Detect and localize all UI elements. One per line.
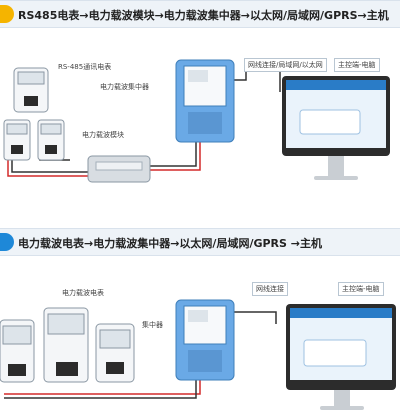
- label2-network: 网线连接: [252, 282, 288, 296]
- panel1-title: RS485电表→电力载波模块→电力载波集中器→以太网/局域网/GPRS→主机: [18, 9, 389, 22]
- wire-module-red: [150, 140, 201, 171]
- wire2-red: [4, 376, 201, 395]
- label2-concentrator: 集中器: [142, 321, 163, 329]
- panel2-title-bar: 电力载波电表→电力载波集中器→以太网/局域网/GPRS →主机: [0, 228, 400, 256]
- label-concentrator: 电力载波集中器: [100, 83, 149, 91]
- concentrator-device: [175, 59, 235, 143]
- label-carrier-module: 电力载波模块: [82, 131, 124, 139]
- wire-module-dark: [150, 140, 197, 167]
- master-computer: [282, 76, 390, 180]
- rs485-meter-top: [13, 67, 49, 113]
- concentrator2-device: [175, 299, 235, 381]
- panel-rs485-topology: RS485电表→电力载波模块→电力载波集中器→以太网/局域网/GPRS→主机: [0, 0, 400, 205]
- panel1-diagram: [3, 59, 390, 183]
- label-carrier-meter: 电力载波电表: [62, 289, 104, 297]
- rs485-meter-bottom-left: [3, 119, 31, 161]
- panel2-diagram: [0, 299, 396, 410]
- panel2-title: 电力载波电表→电力载波集中器→以太网/局域网/GPRS →主机: [18, 237, 322, 250]
- label-rs485-meter: RS-485通讯电表: [58, 63, 112, 71]
- panel2-wires: [4, 311, 277, 399]
- panel1-title-bar: RS485电表→电力载波模块→电力载波集中器→以太网/局域网/GPRS→主机: [0, 0, 400, 28]
- rs485-meter-bottom-right: [37, 119, 65, 161]
- master-computer-2: [286, 304, 396, 410]
- carrier-module-device: [87, 155, 151, 183]
- wire-network: [234, 69, 281, 92]
- carrier-meter-middle: [43, 307, 89, 383]
- carrier-meter-left: [0, 319, 35, 383]
- label-network: 网线连接/局域网/以太网: [244, 58, 327, 72]
- wire2-dark: [4, 376, 197, 399]
- panel2-badge-icon: [0, 233, 14, 251]
- label-master: 主控端-电脑: [334, 58, 380, 72]
- wire2-network: [234, 311, 277, 324]
- label2-master: 主控端-电脑: [338, 282, 384, 296]
- panel1-badge-icon: [0, 5, 14, 23]
- carrier-meter-right: [95, 323, 135, 383]
- panel-carrier-meter-topology: 电力载波电表→电力载波集中器→以太网/局域网/GPRS →主机: [0, 228, 400, 416]
